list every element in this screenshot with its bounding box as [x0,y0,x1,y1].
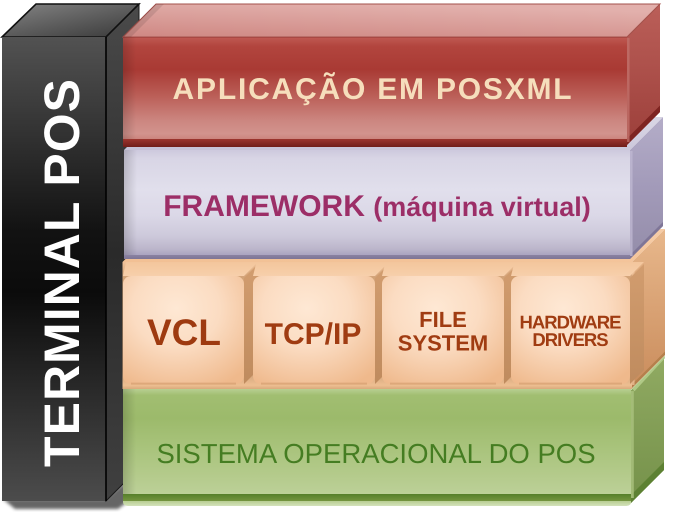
svg-text:TCP/IP: TCP/IP [265,318,362,351]
svg-text:SISTEMA OPERACIONAL DO POS: SISTEMA OPERACIONAL DO POS [156,438,595,469]
svg-text:DRIVERS: DRIVERS [532,329,608,350]
svg-text:VCL: VCL [147,312,221,353]
svg-text:TERMINAL POS: TERMINAL POS [34,78,90,467]
svg-text:FRAMEWORK (máquina virtual): FRAMEWORK (máquina virtual) [163,190,591,223]
svg-text:FILE: FILE [419,307,467,332]
svg-text:SYSTEM: SYSTEM [398,331,488,356]
svg-text:APLICAÇÃO EM POSXML: APLICAÇÃO EM POSXML [173,72,574,106]
svg-text:HARDWARE: HARDWARE [520,312,622,333]
